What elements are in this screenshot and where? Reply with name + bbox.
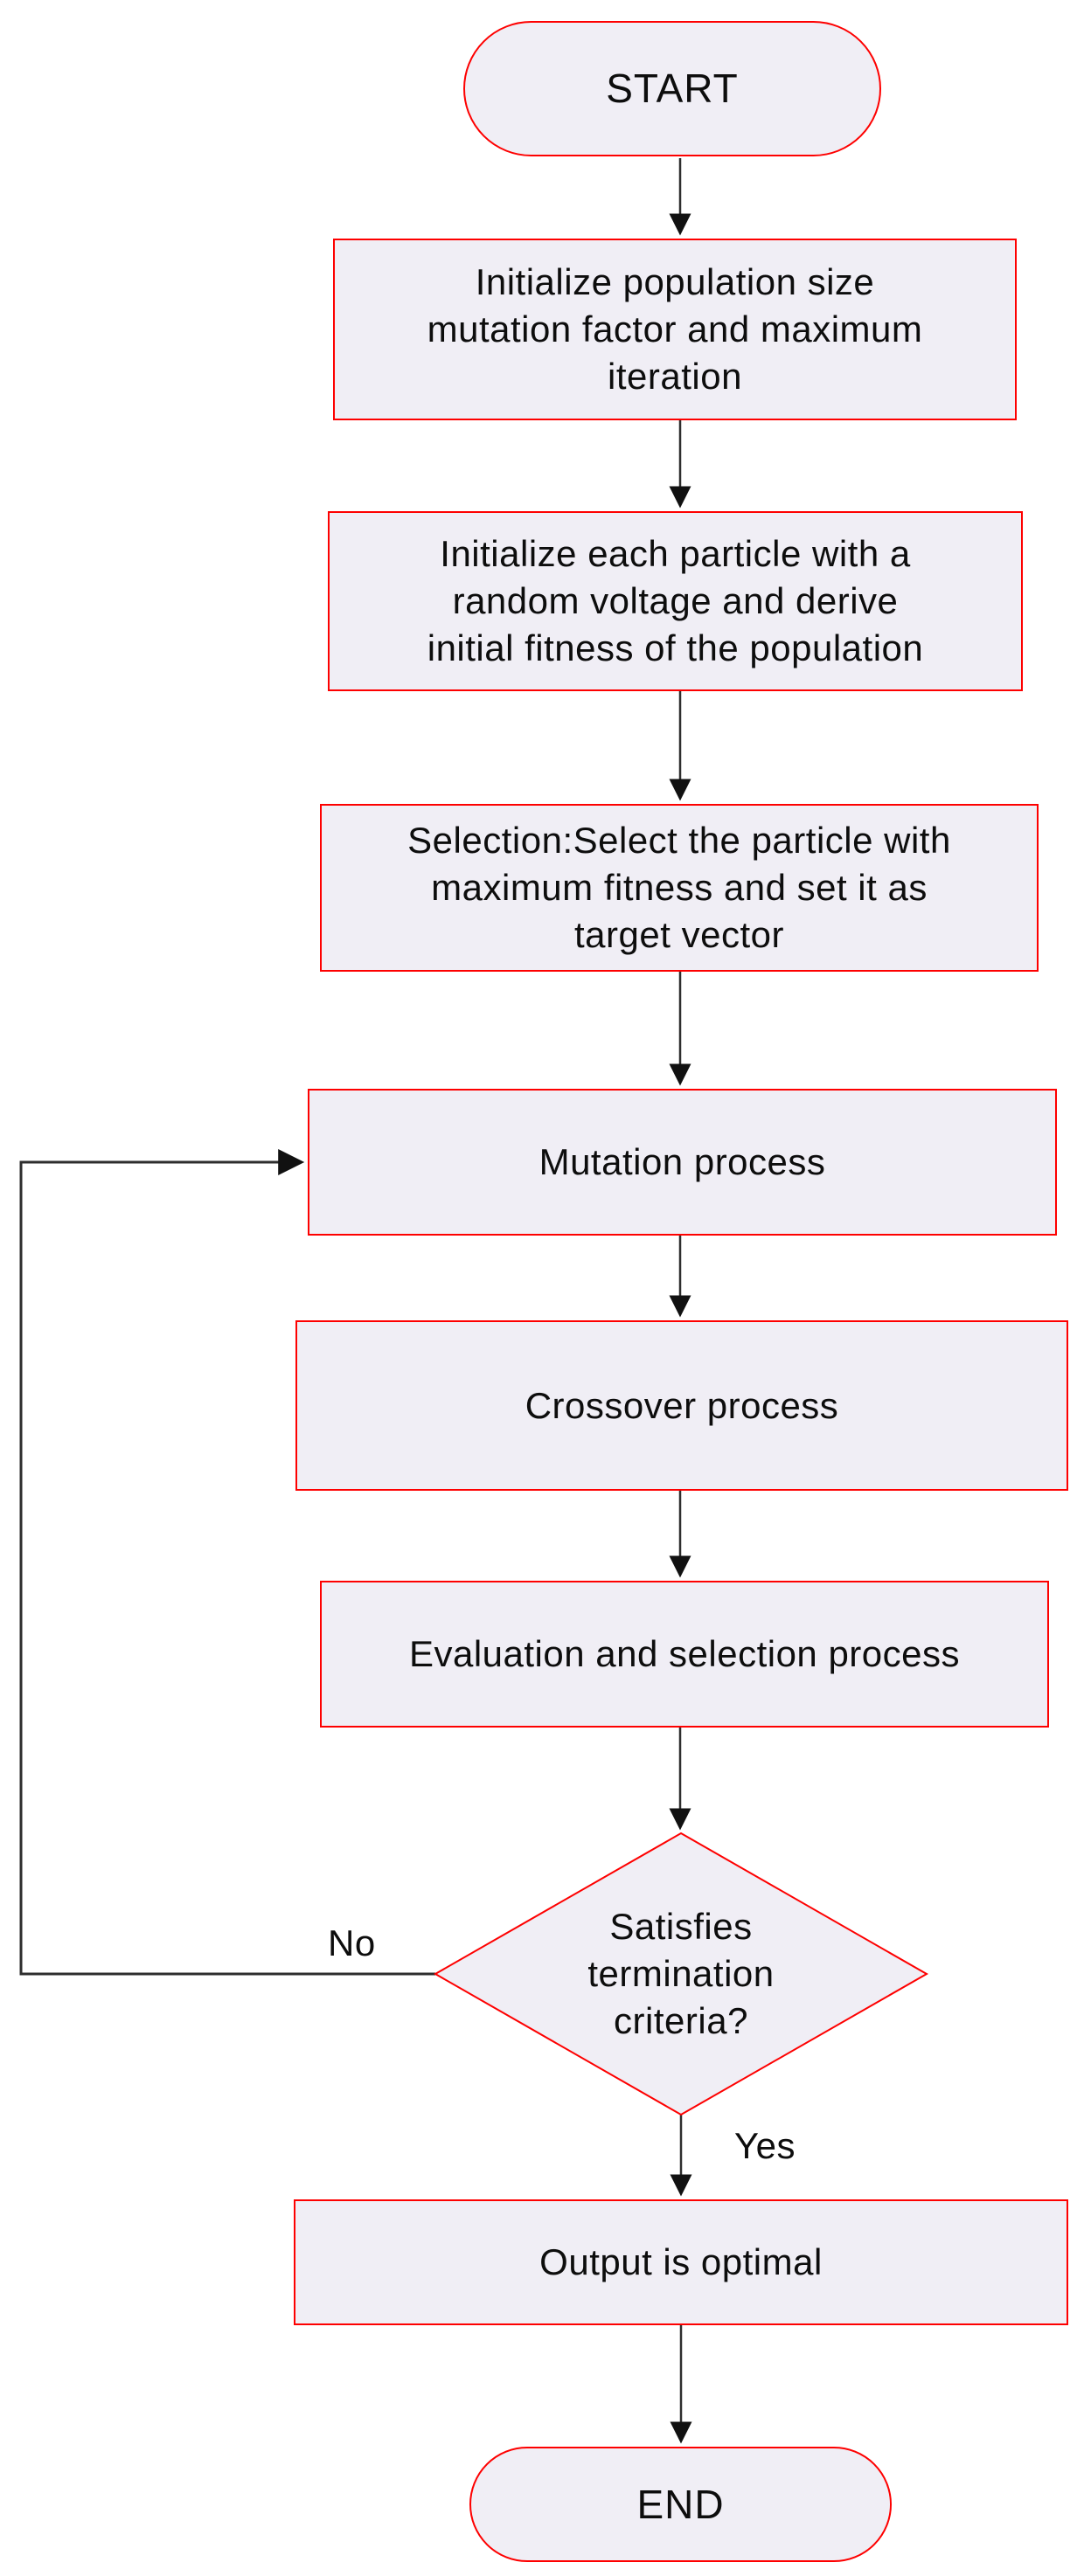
node-end-terminator: END bbox=[469, 2447, 892, 2562]
mutation-label: Mutation process bbox=[539, 1141, 826, 1183]
edge-label-no: No bbox=[328, 1922, 376, 1963]
node-crossover-process: Crossover process bbox=[295, 1320, 1068, 1491]
end-label: END bbox=[636, 2481, 725, 2527]
node-init-particles-process: Initialize each particle with a random v… bbox=[328, 511, 1023, 691]
node-evaluation-selection-process: Evaluation and selection process bbox=[320, 1581, 1049, 1728]
node-start-terminator: START bbox=[463, 21, 881, 156]
init-particles-label: Initialize each particle with a random v… bbox=[427, 533, 924, 668]
decision-diamond-shape bbox=[433, 1832, 929, 2116]
init-params-label: Initialize population size mutation fact… bbox=[427, 261, 923, 397]
node-output-process: Output is optimal bbox=[294, 2199, 1068, 2325]
node-init-params-process: Initialize population size mutation fact… bbox=[333, 239, 1017, 420]
edge-label-yes: Yes bbox=[734, 2125, 796, 2166]
evaluation-label: Evaluation and selection process bbox=[408, 1633, 961, 1675]
connector-decision-no-loop-to-mutation bbox=[19, 1149, 435, 1976]
selection-label: Selection:Select the particle with maxim… bbox=[407, 820, 951, 955]
decision-label: Satisfies termination criteria? bbox=[587, 1906, 775, 2041]
node-termination-decision: Satisfies termination criteria? bbox=[435, 1833, 927, 2115]
crossover-label: Crossover process bbox=[525, 1384, 839, 1426]
node-selection-process: Selection:Select the particle with maxim… bbox=[320, 804, 1039, 972]
start-label: START bbox=[606, 66, 739, 112]
output-label: Output is optimal bbox=[539, 2241, 823, 2283]
node-mutation-process: Mutation process bbox=[308, 1089, 1057, 1236]
